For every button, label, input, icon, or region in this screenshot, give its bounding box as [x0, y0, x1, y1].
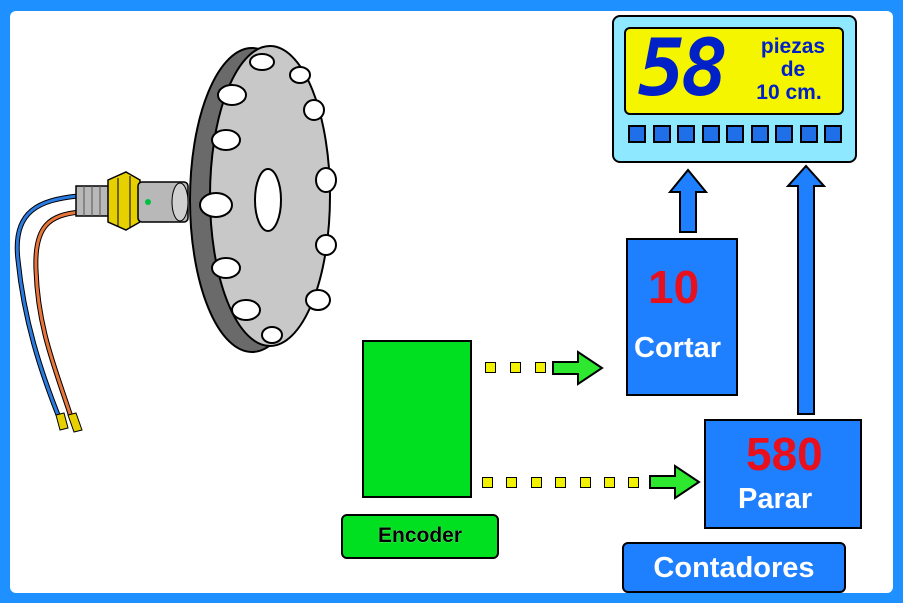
led-indicator: [824, 125, 842, 143]
lcd-display-unit: 58 piezas de 10 cm.: [612, 15, 857, 163]
led-indicator: [677, 125, 695, 143]
pulse-dot: [535, 362, 546, 373]
arrow-right-to-stop: [649, 464, 701, 500]
arrow-right-to-cut: [552, 350, 604, 386]
led-row: [628, 125, 848, 145]
arrow-up-cut-to-display: [667, 168, 709, 233]
stop-counter-label: Parar: [738, 483, 813, 515]
counters-label-box: Contadores: [622, 542, 846, 593]
pulse-dot: [482, 477, 493, 488]
encoder-label: Encoder: [377, 524, 463, 547]
led-indicator: [775, 125, 793, 143]
unit-line-3: 10 cm.: [756, 81, 822, 104]
led-indicator: [799, 125, 818, 143]
pulse-dot: [580, 477, 591, 488]
unit-line-1: piezas: [760, 35, 826, 58]
pulse-dot: [628, 477, 639, 488]
led-indicator: [701, 125, 720, 143]
pulse-dot: [531, 477, 542, 488]
pulse-dot: [506, 477, 517, 488]
counters-label: Contadores: [653, 552, 815, 584]
cut-counter-box: 10 Cortar: [626, 238, 738, 396]
cut-counter-label: Cortar: [634, 332, 722, 364]
pulse-dot: [604, 477, 615, 488]
encoder-label-box: Encoder: [341, 514, 499, 559]
led-indicator: [652, 125, 671, 143]
led-indicator: [726, 125, 744, 143]
cut-counter-value: 10: [648, 261, 700, 313]
arrow-up-stop-to-display: [785, 164, 827, 415]
toothed-disc: [189, 45, 337, 353]
pulse-dot: [485, 362, 496, 373]
unit-line-2: de: [780, 58, 806, 81]
stop-counter-box: 580 Parar: [704, 419, 862, 529]
proximity-sensor: [75, 171, 189, 231]
pulse-dot: [510, 362, 521, 373]
led-indicator: [628, 125, 646, 143]
lcd-screen: 58 piezas de 10 cm.: [624, 24, 844, 115]
pulse-dot: [555, 477, 566, 488]
stop-counter-value: 580: [746, 428, 823, 480]
led-indicator: [750, 125, 769, 143]
encoder-block: [362, 340, 472, 498]
piece-count-readout: 58: [638, 24, 728, 114]
